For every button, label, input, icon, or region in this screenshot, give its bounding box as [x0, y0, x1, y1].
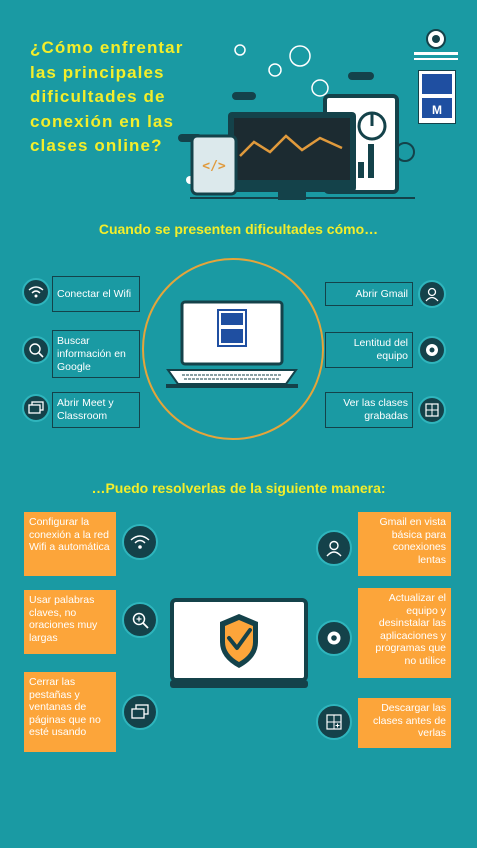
difficulty-meet: Abrir Meet y Classroom: [52, 392, 140, 428]
difficulty-label: Buscar información en Google: [57, 334, 126, 373]
svg-text:M: M: [432, 103, 442, 117]
difficulty-label: Abrir Meet y Classroom: [57, 397, 114, 422]
solution-download: Descargar las clases antes de verlas: [358, 698, 451, 748]
difficulty-gmail: Abrir Gmail: [325, 282, 413, 306]
solution-search: Usar palabras claves, no oraciones muy l…: [24, 590, 116, 654]
school-logo: M: [418, 70, 456, 124]
grid-icon: [316, 704, 352, 740]
solution-label: Gmail en vista básica para conexiones le…: [379, 516, 446, 566]
solution-label: Descargar las clases antes de verlas: [373, 702, 446, 739]
header-illustration: </>: [170, 38, 420, 208]
solution-label: Usar palabras claves, no oraciones muy l…: [29, 594, 98, 644]
difficulty-label: Abrir Gmail: [355, 287, 408, 300]
user-icon: [418, 280, 446, 308]
search-icon: [122, 602, 158, 638]
grid-icon: [418, 396, 446, 424]
laptop-illustration: [166, 300, 298, 390]
windows-icon: [22, 394, 50, 422]
university-logo: [411, 28, 461, 66]
difficulty-slow: Lentitud del equipo: [325, 332, 413, 368]
difficulty-label: Ver las clases grabadas: [343, 397, 408, 422]
difficulty-wifi: Conectar el Wifi: [52, 276, 140, 312]
center-ring: [142, 258, 324, 440]
solution-label: Configurar la conexión a la red Wifi a a…: [29, 516, 110, 553]
solution-update: Actualizar el equipo y desinstalar las a…: [358, 588, 451, 678]
shield-monitor-illustration: [170, 598, 308, 690]
solution-label: Actualizar el equipo y desinstalar las a…: [375, 592, 446, 667]
solution-tabs: Cerrar las pestañas y ventanas de página…: [24, 672, 116, 752]
wifi-icon: [22, 278, 50, 306]
difficulty-label: Lentitud del equipo: [353, 337, 408, 362]
search-icon: [22, 336, 50, 364]
section1-heading: Cuando se presenten dificultades cómo…: [98, 221, 379, 237]
page-title: ¿Cómo enfrentar las principales dificult…: [30, 38, 184, 155]
difficulty-label: Conectar el Wifi: [57, 287, 132, 300]
difficulty-search: Buscar información en Google: [52, 330, 140, 378]
difficulty-recorded: Ver las clases grabadas: [325, 392, 413, 428]
user-icon: [316, 530, 352, 566]
solution-wifi: Configurar la conexión a la red Wifi a a…: [24, 512, 116, 576]
gear-icon: [316, 620, 352, 656]
gear-icon: [418, 336, 446, 364]
windows-icon: [122, 694, 158, 730]
section2-heading: …Puedo resolverlas de la siguiente maner…: [91, 480, 386, 496]
solution-label: Cerrar las pestañas y ventanas de página…: [29, 676, 101, 738]
svg-text:</>: </>: [202, 159, 226, 174]
solution-gmail: Gmail en vista básica para conexiones le…: [358, 512, 451, 576]
wifi-icon: [122, 524, 158, 560]
